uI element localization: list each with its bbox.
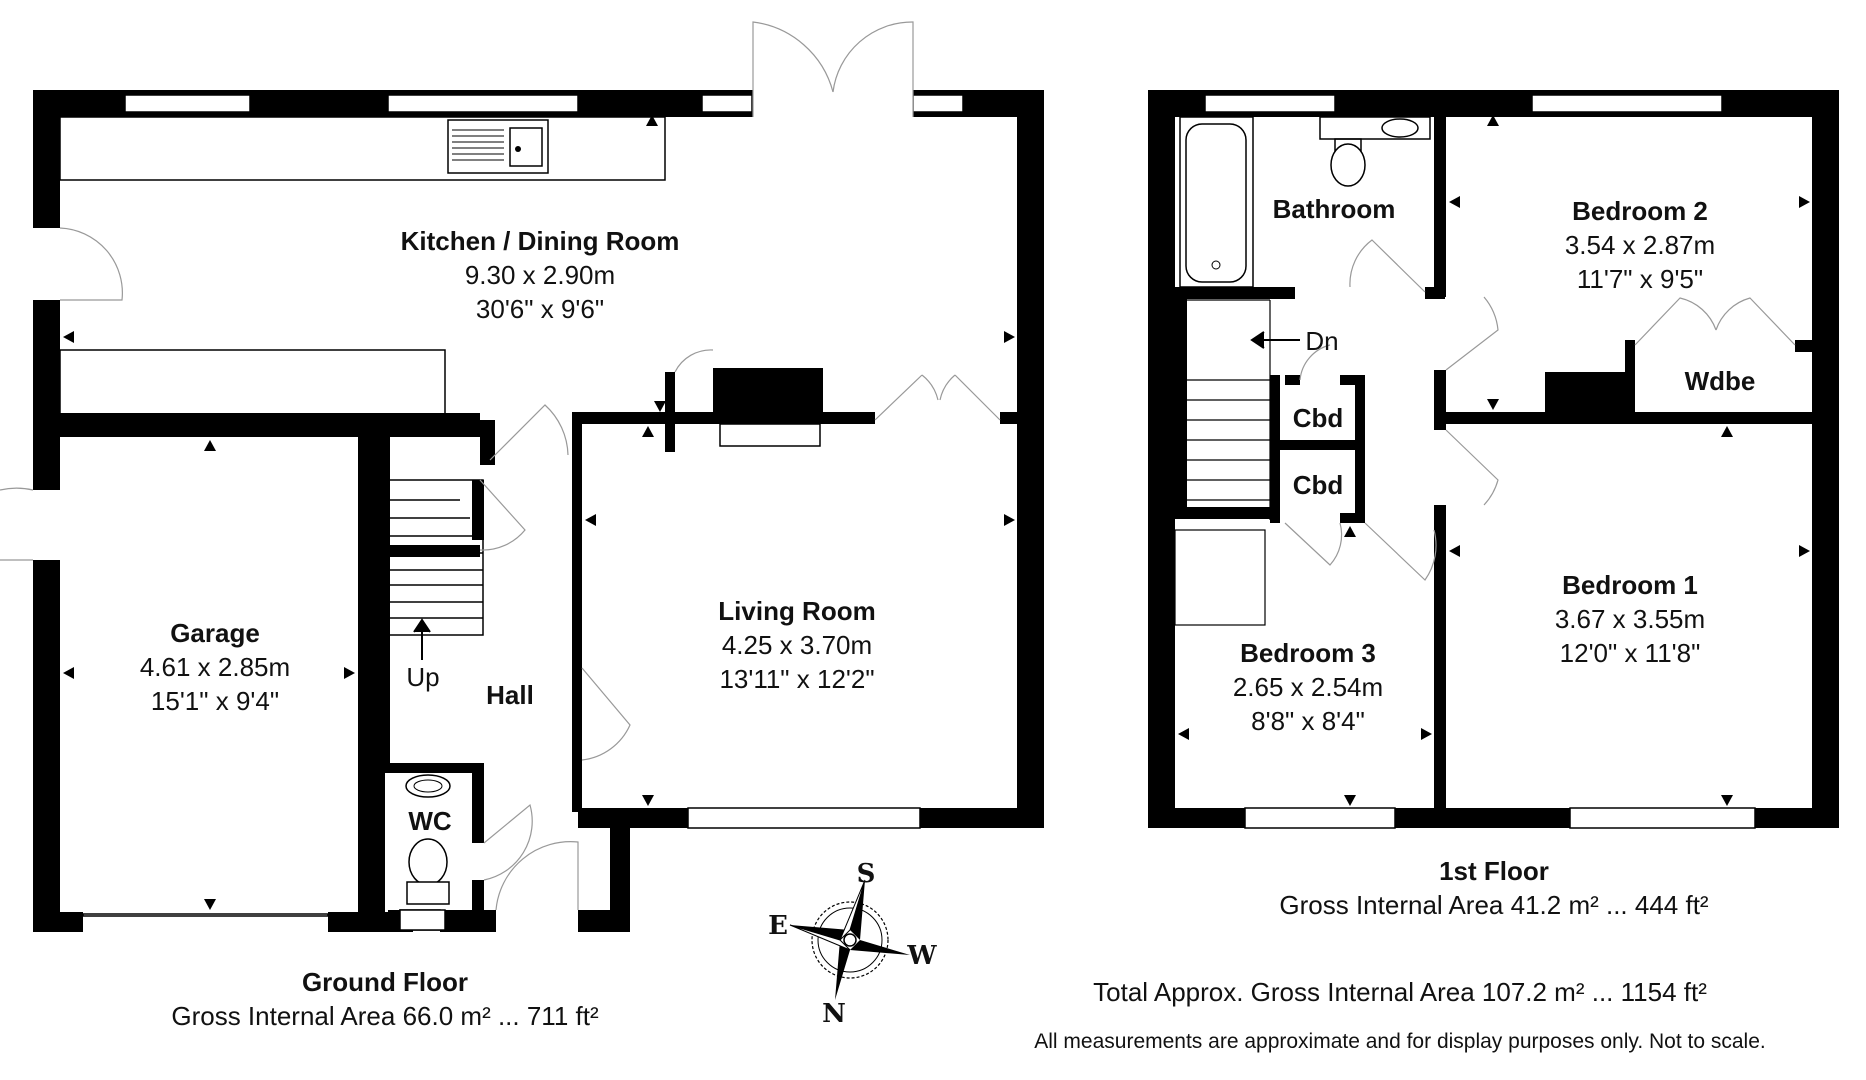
- kitchen-name: Kitchen / Dining Room: [401, 226, 680, 256]
- garage-name: Garage: [170, 618, 260, 648]
- first-floor-plan: [1148, 90, 1839, 829]
- first-floor-area: Gross Internal Area 41.2 m² ... 444 ft²: [1279, 890, 1709, 920]
- bedroom2-metric: 3.54 x 2.87m: [1565, 230, 1715, 260]
- garage-metric: 4.61 x 2.85m: [140, 652, 290, 682]
- bedroom3-metric: 2.65 x 2.54m: [1233, 672, 1383, 702]
- wdbe-name: Wdbe: [1685, 366, 1756, 396]
- compass-w-label: W: [906, 941, 937, 971]
- compass-e-label: E: [768, 911, 788, 941]
- kitchen-imperial: 30'6" x 9'6": [476, 294, 604, 324]
- bedroom2-imperial: 11'7" x 9'5": [1577, 264, 1703, 294]
- living-name: Living Room: [718, 596, 875, 626]
- bedroom3-name: Bedroom 3: [1240, 638, 1376, 668]
- compass-rose: [789, 879, 910, 1000]
- ground-floor-plan: [0, 21, 1044, 932]
- living-imperial: 13'11" x 12'2": [719, 664, 874, 694]
- dn-label: Dn: [1305, 326, 1338, 356]
- cbd-lower-name: Cbd: [1293, 470, 1344, 500]
- compass-s-label: S: [857, 859, 876, 889]
- living-metric: 4.25 x 3.70m: [722, 630, 872, 660]
- kitchen-metric: 9.30 x 2.90m: [465, 260, 615, 290]
- wc-name: WC: [408, 806, 452, 836]
- total-area: Total Approx. Gross Internal Area 107.2 …: [1093, 977, 1707, 1007]
- bedroom3-imperial: 8'8" x 8'4": [1251, 706, 1365, 736]
- bedroom1-imperial: 12'0" x 11'8": [1560, 638, 1701, 668]
- ground-floor-title: Ground Floor: [302, 967, 468, 997]
- bedroom1-name: Bedroom 1: [1562, 570, 1698, 600]
- bathroom-name: Bathroom: [1273, 194, 1396, 224]
- hall-name: Hall: [486, 680, 534, 710]
- bedroom1-metric: 3.67 x 3.55m: [1555, 604, 1705, 634]
- first-floor-title: 1st Floor: [1439, 856, 1549, 886]
- up-label: Up: [406, 662, 439, 692]
- garage-imperial: 15'1" x 9'4": [151, 686, 279, 716]
- ground-floor-area: Gross Internal Area 66.0 m² ... 711 ft²: [171, 1001, 599, 1031]
- disclaimer: All measurements are approximate and for…: [1034, 1030, 1765, 1053]
- cbd-upper-name: Cbd: [1293, 403, 1344, 433]
- compass-n-label: N: [822, 999, 846, 1029]
- bedroom2-name: Bedroom 2: [1572, 196, 1708, 226]
